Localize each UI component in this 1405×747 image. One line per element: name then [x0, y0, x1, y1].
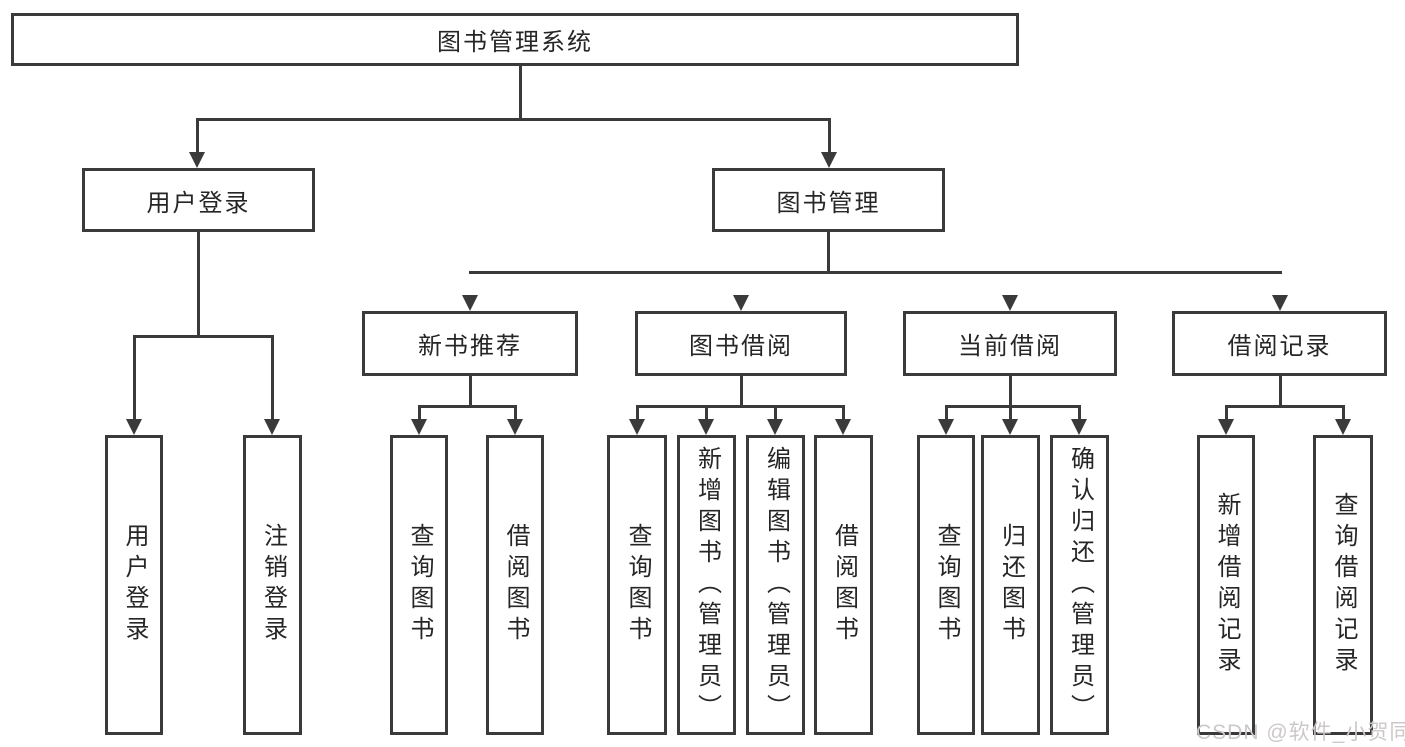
- arrow-down-icon: [411, 419, 427, 435]
- leaf-add-borrow-record-label: 新增借阅记录: [1213, 492, 1240, 678]
- arrow-down-icon: [462, 295, 478, 311]
- connector-vline: [1342, 405, 1345, 421]
- arrow-down-icon: [1071, 419, 1087, 435]
- node-borrowing-records: 借阅记录: [1172, 311, 1387, 376]
- leaf-edit-books-admin: 编辑图书（管理员）: [746, 435, 805, 735]
- leaf-query-books-recommend-label: 查询图书: [406, 523, 433, 647]
- node-new-book-recommend: 新书推荐: [362, 311, 578, 376]
- arrow-down-icon: [507, 419, 523, 435]
- connector-vline: [1078, 405, 1081, 421]
- arrow-down-icon: [1002, 419, 1018, 435]
- leaf-borrow-books-recommend: 借阅图书: [486, 435, 544, 735]
- leaf-query-books-current-label: 查询图书: [933, 523, 960, 647]
- leaf-borrow-books-borrowing: 借阅图书: [814, 435, 873, 735]
- connector-vline: [705, 405, 708, 421]
- connector-vline: [469, 376, 472, 408]
- arrow-down-icon: [938, 419, 954, 435]
- node-user-login: 用户登录: [82, 168, 315, 232]
- arrow-down-icon: [698, 419, 714, 435]
- leaf-borrow-books-recommend-label: 借阅图书: [502, 523, 529, 647]
- connector-vline: [842, 405, 845, 421]
- leaf-user-login-label: 用户登录: [121, 523, 148, 647]
- connector-vline: [133, 335, 136, 421]
- connector-hline: [469, 271, 1282, 274]
- arrow-down-icon: [189, 152, 205, 168]
- node-library-management-system: 图书管理系统: [11, 13, 1019, 66]
- csdn-watermark: CSDN @软件_小贺同学: [1196, 721, 1405, 744]
- node-book-management: 图书管理: [712, 168, 945, 232]
- connector-hline: [1225, 405, 1345, 408]
- leaf-add-books-admin: 新增图书（管理员）: [677, 435, 736, 735]
- leaf-borrow-books-borrowing-label: 借阅图书: [830, 523, 858, 647]
- connector-vline: [828, 118, 831, 154]
- leaf-logout: 注销登录: [243, 435, 302, 735]
- connector-hline: [636, 405, 845, 408]
- connector-vline: [271, 335, 274, 421]
- connector-hline: [133, 335, 274, 338]
- leaf-confirm-return-admin: 确认归还（管理员）: [1050, 435, 1109, 735]
- connector-vline: [196, 118, 199, 154]
- connector-vline: [197, 232, 200, 338]
- node-current-borrowing: 当前借阅: [903, 311, 1117, 376]
- arrow-down-icon: [264, 419, 280, 435]
- leaf-add-books-admin-label: 新增图书（管理员）: [693, 445, 721, 725]
- connector-hline: [196, 118, 831, 121]
- leaf-query-books-current: 查询图书: [917, 435, 975, 735]
- leaf-logout-label: 注销登录: [259, 523, 287, 647]
- arrow-down-icon: [1272, 295, 1288, 311]
- leaf-return-books-label: 归还图书: [997, 523, 1025, 647]
- connector-vline: [1009, 405, 1012, 421]
- connector-vline: [1225, 405, 1228, 421]
- arrow-down-icon: [629, 419, 645, 435]
- connector-vline: [1279, 376, 1282, 408]
- leaf-user-login: 用户登录: [105, 435, 163, 735]
- leaf-edit-books-admin-label: 编辑图书（管理员）: [762, 445, 790, 725]
- arrow-down-icon: [767, 419, 783, 435]
- connector-vline: [514, 405, 517, 421]
- arrow-down-icon: [1218, 419, 1234, 435]
- leaf-add-borrow-record: 新增借阅记录: [1197, 435, 1255, 735]
- arrow-down-icon: [1335, 419, 1351, 435]
- connector-vline: [636, 405, 639, 421]
- arrow-down-icon: [126, 419, 142, 435]
- connector-hline: [418, 405, 517, 408]
- leaf-query-books-borrowing-label: 查询图书: [624, 523, 651, 647]
- node-book-borrowing: 图书借阅: [635, 311, 847, 376]
- connector-vline: [1009, 376, 1012, 408]
- connector-vline: [827, 232, 830, 274]
- leaf-confirm-return-admin-label: 确认归还（管理员）: [1066, 445, 1094, 725]
- connector-vline: [418, 405, 421, 421]
- leaf-query-borrow-record: 查询借阅记录: [1313, 435, 1373, 735]
- arrow-down-icon: [733, 295, 749, 311]
- leaf-query-books-recommend: 查询图书: [390, 435, 448, 735]
- arrow-down-icon: [835, 419, 851, 435]
- connector-hline: [945, 405, 1081, 408]
- leaf-query-books-borrowing: 查询图书: [607, 435, 667, 735]
- connector-vline: [519, 66, 522, 120]
- connector-vline: [740, 376, 743, 408]
- leaf-query-borrow-record-label: 查询借阅记录: [1330, 492, 1357, 678]
- arrow-down-icon: [1002, 295, 1018, 311]
- arrow-down-icon: [821, 152, 837, 168]
- connector-vline: [945, 405, 948, 421]
- leaf-return-books: 归还图书: [981, 435, 1040, 735]
- connector-vline: [774, 405, 777, 421]
